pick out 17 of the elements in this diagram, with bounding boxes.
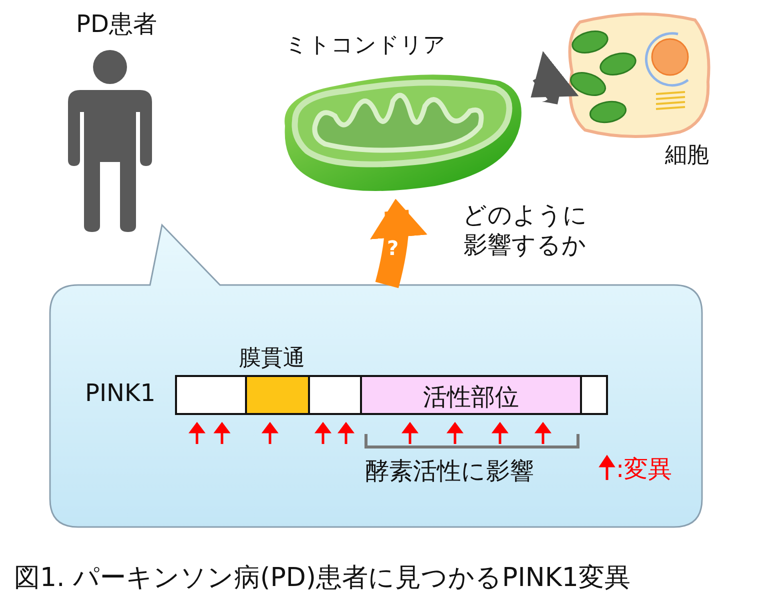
note-text: 酵素活性に影響 bbox=[365, 456, 534, 487]
domain-label: 膜貫通 bbox=[239, 345, 305, 373]
domain-label: 活性部位 bbox=[423, 382, 519, 413]
legend-text: :変異 bbox=[616, 454, 672, 485]
person-label: PD患者 bbox=[76, 9, 157, 40]
caption: 図1. パーキンソン病(PD)患者に見つかるPINK1変異 bbox=[14, 562, 630, 595]
edge-label: ? bbox=[387, 236, 399, 260]
domain-segment bbox=[362, 377, 582, 413]
note-text: どのように影響するか bbox=[462, 200, 588, 260]
domain-segment bbox=[582, 377, 606, 413]
protein-name: PINK1 bbox=[85, 379, 156, 407]
cell-label: 細胞 bbox=[665, 142, 709, 170]
domain-segment bbox=[177, 377, 247, 413]
arrow bbox=[369, 198, 427, 288]
arrow bbox=[529, 52, 576, 106]
domain-segment bbox=[310, 377, 362, 413]
organelle-label: ミトコンドリア bbox=[285, 32, 446, 60]
